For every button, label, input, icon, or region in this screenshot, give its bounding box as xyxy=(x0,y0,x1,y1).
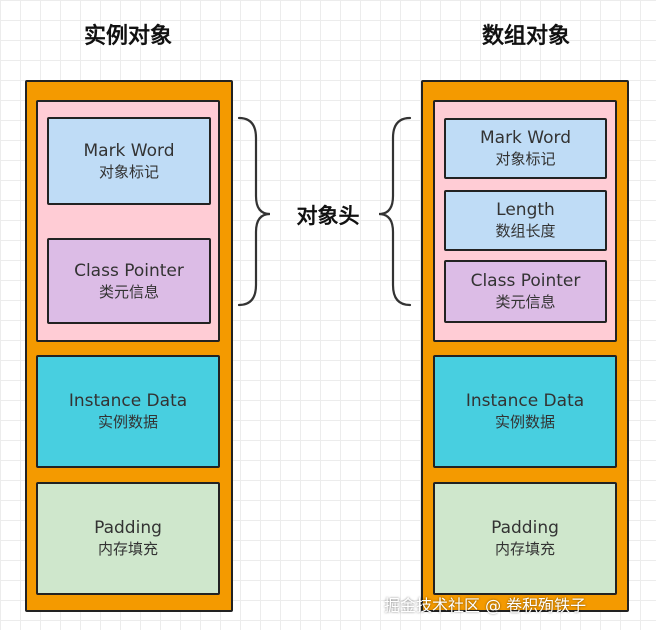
right-class-pointer-box: Class Pointer 类元信息 xyxy=(444,260,607,323)
left-instance-data-box: Instance Data 实例数据 xyxy=(36,355,220,468)
right-length-box: Length 数组长度 xyxy=(444,190,607,251)
left-title: 实例对象 xyxy=(83,24,172,49)
right-instance-data-zh: 实例数据 xyxy=(494,413,555,431)
right-mark-word-en: Mark Word xyxy=(479,128,572,148)
left-class-pointer-zh: 类元信息 xyxy=(98,282,159,301)
object-header-label: 对象头 xyxy=(296,204,360,228)
left-class-pointer-box: Class Pointer 类元信息 xyxy=(47,238,211,324)
right-padding-box: Padding 内存填充 xyxy=(433,482,617,595)
left-brace-icon xyxy=(237,116,271,307)
watermark: 掘金技术社区 @ 卷积殉铁子 xyxy=(384,596,587,615)
left-padding-en: Padding xyxy=(94,518,162,538)
right-mark-word-box: Mark Word 对象标记 xyxy=(444,118,607,179)
right-brace-icon xyxy=(378,116,412,307)
left-instance-data-zh: 实例数据 xyxy=(97,413,158,431)
left-padding-zh: 内存填充 xyxy=(97,540,158,558)
right-length-zh: 数组长度 xyxy=(495,222,556,240)
left-mark-word-box: Mark Word 对象标记 xyxy=(47,117,211,205)
right-class-pointer-en: Class Pointer xyxy=(470,271,581,291)
left-mark-word-zh: 对象标记 xyxy=(98,162,159,181)
right-instance-data-box: Instance Data 实例数据 xyxy=(433,355,617,468)
right-title: 数组对象 xyxy=(481,24,570,49)
left-padding-box: Padding 内存填充 xyxy=(36,482,220,595)
right-padding-zh: 内存填充 xyxy=(494,540,555,558)
right-instance-data-en: Instance Data xyxy=(465,391,585,411)
right-padding-en: Padding xyxy=(491,518,559,538)
right-length-en: Length xyxy=(496,200,555,220)
left-mark-word-en: Mark Word xyxy=(83,140,175,161)
left-instance-data-en: Instance Data xyxy=(68,391,188,411)
left-class-pointer-en: Class Pointer xyxy=(74,260,184,281)
right-class-pointer-zh: 类元信息 xyxy=(495,293,556,311)
right-mark-word-zh: 对象标记 xyxy=(495,150,556,168)
